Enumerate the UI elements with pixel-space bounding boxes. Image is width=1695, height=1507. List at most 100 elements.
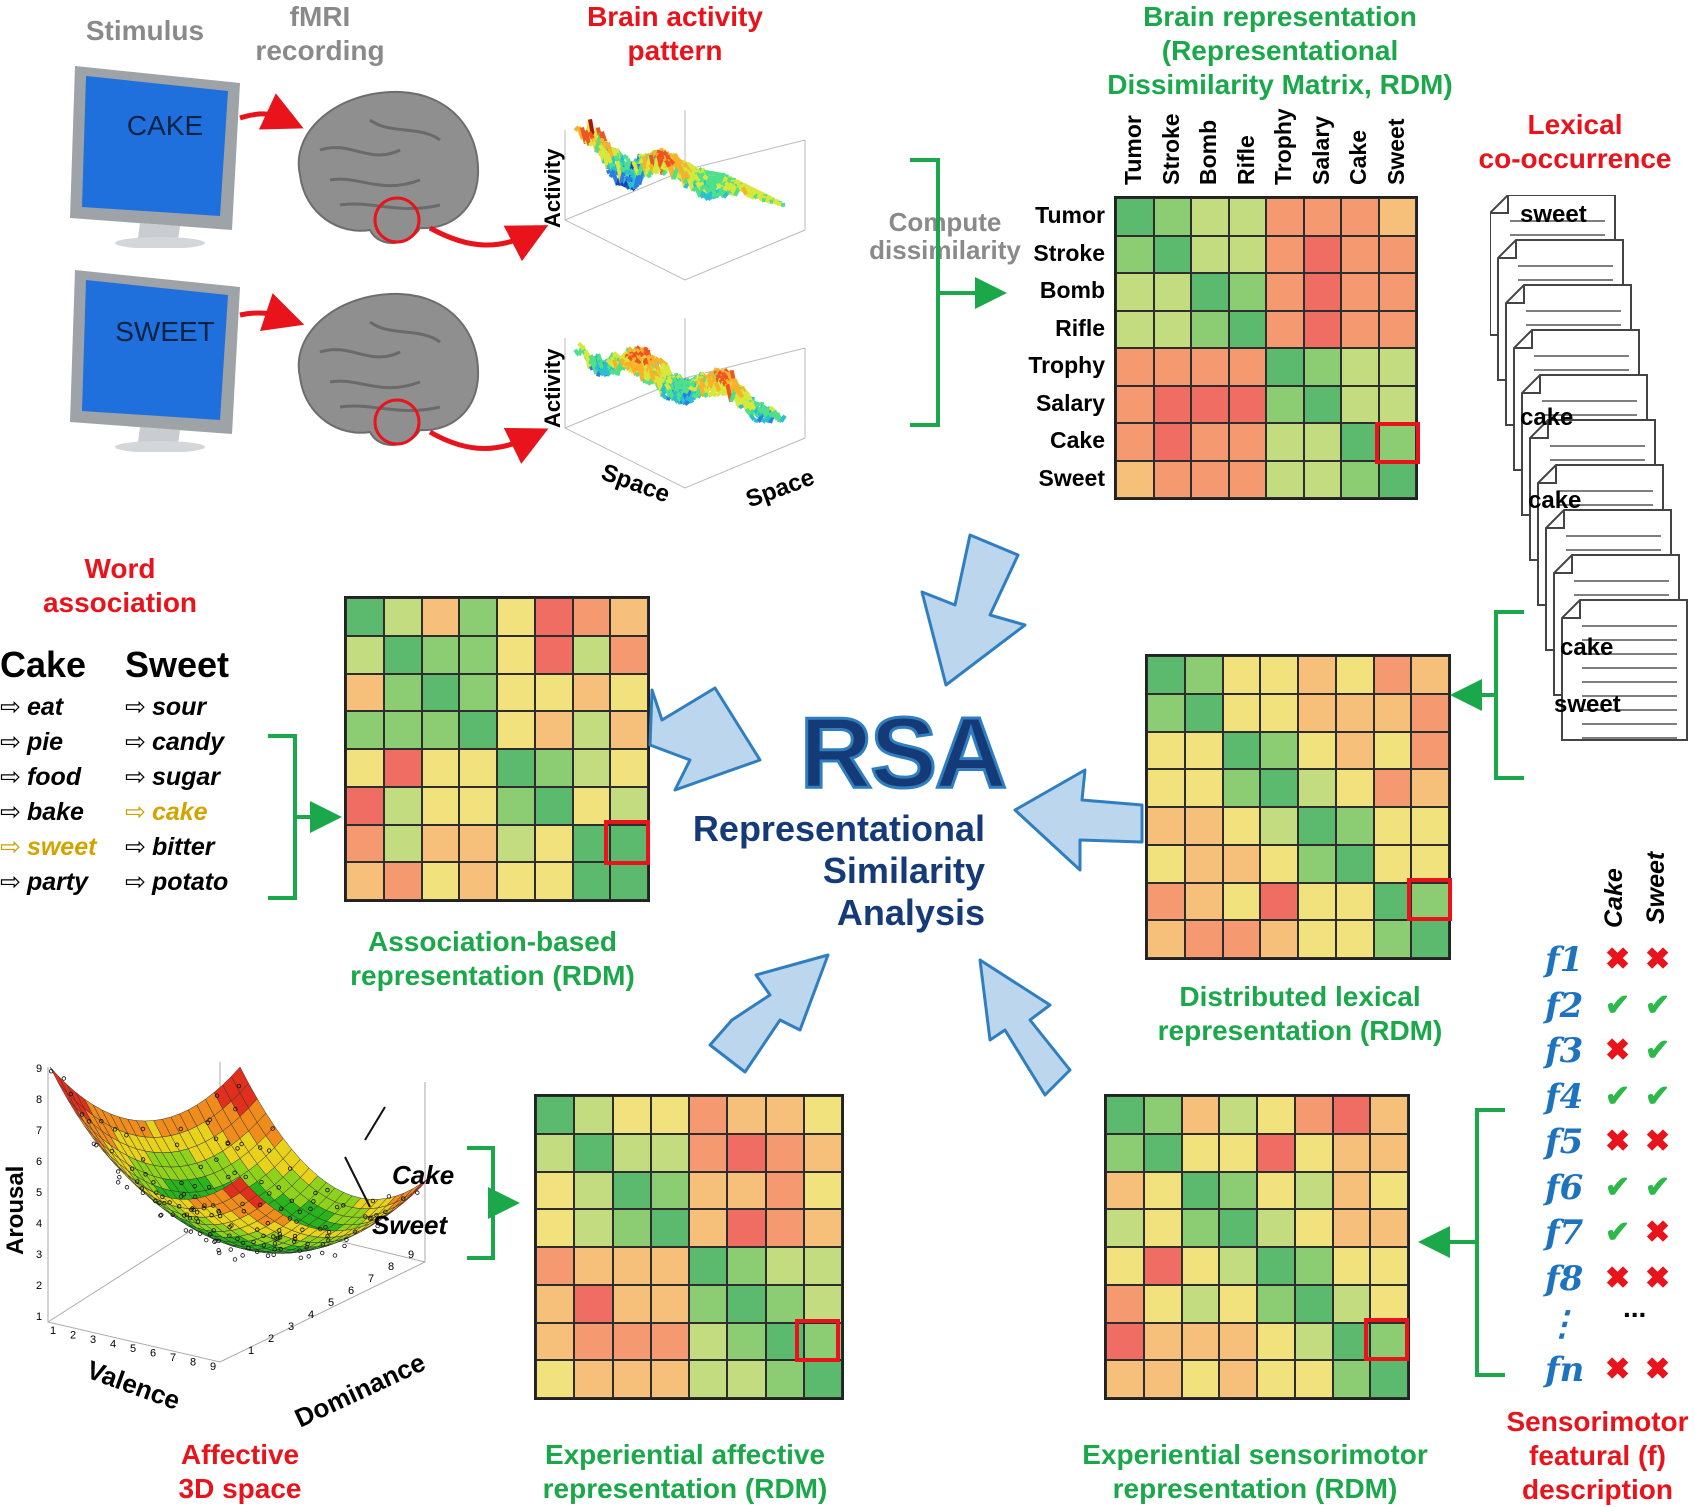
affective-rdm-cell (536, 1323, 574, 1361)
sensorimotor-rdm-cell (1370, 1096, 1408, 1134)
cross-icon: ✖ (1645, 1215, 1670, 1250)
feature-col-cake: Cake (1600, 868, 1629, 928)
feature-label: ⋮ (1545, 1304, 1579, 1344)
sensorimotor-rdm-cell (1219, 1360, 1257, 1398)
affective-rdm-cell (727, 1172, 765, 1210)
affective-rdm-cell (689, 1209, 727, 1247)
arousal-axis-label: Arousal (2, 1166, 30, 1255)
affective-rdm-cell (727, 1134, 765, 1172)
sensorimotor-rdm-cell (1182, 1209, 1220, 1247)
affective-rdm-cell (766, 1209, 804, 1247)
sensorimotor-rdm-cell (1333, 1096, 1371, 1134)
arousal-tick: 5 (36, 1187, 42, 1199)
sensorimotor-rdm-cell (1370, 1247, 1408, 1285)
affective-rdm-cell (651, 1096, 689, 1134)
sensorimotor-rdm-cell (1182, 1323, 1220, 1361)
affective-rdm-cell (804, 1209, 842, 1247)
sensorimotor-rdm-cell (1144, 1096, 1182, 1134)
affective-rdm-cell (574, 1247, 612, 1285)
feature-label: f3 (1545, 1031, 1583, 1071)
affective-rdm-cell (727, 1323, 765, 1361)
sensorimotor-rdm-cell (1182, 1134, 1220, 1172)
sensorimotor-rdm-cell (1295, 1096, 1333, 1134)
sensorimotor-rdm-cell (1257, 1247, 1295, 1285)
affective-rdm-cell (536, 1360, 574, 1398)
check-icon: ✔ (1645, 1170, 1670, 1205)
affective-rdm-cell (651, 1323, 689, 1361)
sensorimotor-rdm-cell (1257, 1096, 1295, 1134)
affective-rdm-cell (689, 1360, 727, 1398)
affective-rdm-cell (613, 1209, 651, 1247)
cross-icon: ✖ (1605, 1352, 1630, 1387)
sensorimotor-rdm-cell (1370, 1172, 1408, 1210)
dominance-tick: 2 (268, 1333, 274, 1345)
check-icon: ✔ (1645, 1033, 1670, 1068)
sensorimotor-rdm-cell (1295, 1323, 1333, 1361)
valence-tick: 2 (70, 1330, 76, 1342)
affective-rdm-cell (536, 1172, 574, 1210)
sensorimotor-rdm-cell (1219, 1172, 1257, 1210)
affective-rdm-cell (574, 1134, 612, 1172)
sensorimotor-rdm-cell (1370, 1134, 1408, 1172)
point-label-sweet: Sweet (372, 1210, 447, 1241)
dominance-tick: 7 (368, 1273, 374, 1285)
feature-col-sweet: Sweet (1642, 852, 1671, 924)
feature-label: f2 (1545, 986, 1583, 1026)
valence-tick: 9 (210, 1361, 216, 1373)
valence-tick: 3 (90, 1334, 96, 1346)
check-icon: ✔ (1605, 1079, 1630, 1114)
affective-rdm-cell (689, 1323, 727, 1361)
affective-rdm-cell (766, 1285, 804, 1323)
sensorimotor-rdm-cell (1295, 1247, 1333, 1285)
sensorimotor-rdm-cell (1219, 1247, 1257, 1285)
affective-rdm-cell (689, 1096, 727, 1134)
cross-icon: ✖ (1605, 1033, 1630, 1068)
affective-rdm-cell (689, 1285, 727, 1323)
sensorimotor-rdm-cell (1370, 1285, 1408, 1323)
affective-rdm-cell (689, 1134, 727, 1172)
valence-tick: 4 (110, 1339, 116, 1351)
cross-icon: ✖ (1645, 1124, 1670, 1159)
affective-rdm-cell (804, 1096, 842, 1134)
sensorimotor-rdm-cell (1295, 1172, 1333, 1210)
affective-rdm-cell (804, 1247, 842, 1285)
dominance-tick: 4 (308, 1309, 314, 1321)
highlight-cell (1364, 1318, 1409, 1361)
arousal-tick: 9 (36, 1063, 42, 1075)
affective-rdm-cell (536, 1285, 574, 1323)
sensorimotor-rdm-cell (1144, 1134, 1182, 1172)
dominance-tick: 3 (288, 1321, 294, 1333)
affective-rdm-cell (804, 1360, 842, 1398)
arousal-tick: 8 (36, 1094, 42, 1106)
sensorimotor-rdm-cell (1257, 1323, 1295, 1361)
sensorimotor-rdm-cell (1295, 1285, 1333, 1323)
sensorimotor-rdm-cell (1144, 1247, 1182, 1285)
feature-label: fn (1545, 1350, 1584, 1390)
affective-rdm-cell (651, 1209, 689, 1247)
cross-icon: ✖ (1605, 1124, 1630, 1159)
affective-rdm-cell (727, 1360, 765, 1398)
sensorimotor-rdm-cell (1333, 1172, 1371, 1210)
affective-rdm-cell (651, 1285, 689, 1323)
affective-rdm-cell (574, 1285, 612, 1323)
sensorimotor-rdm-cell (1333, 1247, 1371, 1285)
check-icon: ✔ (1605, 988, 1630, 1023)
check-icon: ✔ (1605, 1215, 1630, 1250)
affective-rdm-cell (613, 1096, 651, 1134)
sensorimotor-rdm-cell (1219, 1285, 1257, 1323)
affective-rdm-cell (613, 1285, 651, 1323)
check-icon: ✔ (1645, 988, 1670, 1023)
affective-rdm-cell (766, 1247, 804, 1285)
affective-rdm-cell (727, 1285, 765, 1323)
sensorimotor-rdm-cell (1182, 1172, 1220, 1210)
sensorimotor-rdm-cell (1333, 1285, 1371, 1323)
affective-rdm-cell (651, 1134, 689, 1172)
sensorimotor-rdm-cell (1182, 1285, 1220, 1323)
dominance-tick: 9 (408, 1249, 414, 1261)
sensorimotor-rdm-cell (1144, 1285, 1182, 1323)
sensorimotor-rdm-cell (1106, 1209, 1144, 1247)
affective-rdm-cell (804, 1172, 842, 1210)
affective-rdm-cell (613, 1323, 651, 1361)
feature-label: f7 (1545, 1213, 1583, 1253)
